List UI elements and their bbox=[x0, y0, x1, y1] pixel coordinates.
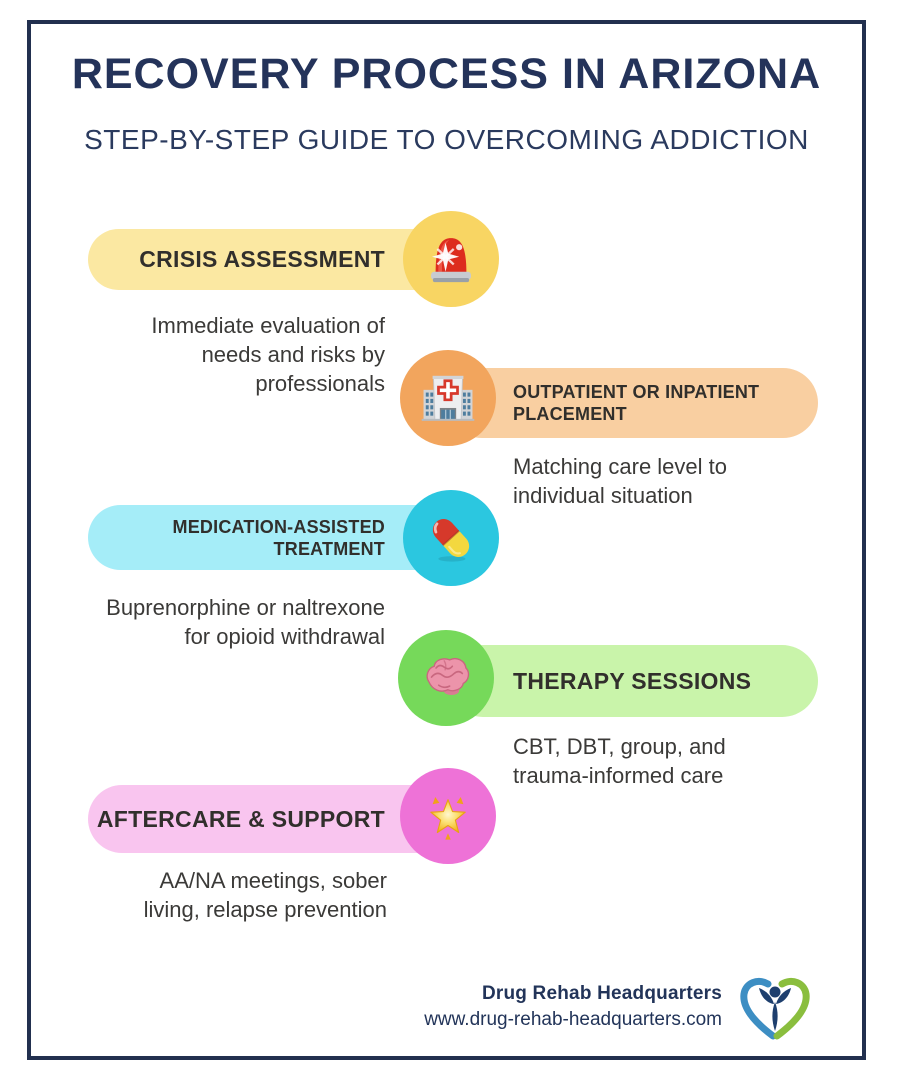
step-description: Buprenorphine or naltrexone for opioid w… bbox=[106, 595, 385, 649]
page-title: RECOVERY PROCESS IN ARIZONA bbox=[71, 50, 822, 98]
step-description: Matching care level to individual situat… bbox=[513, 454, 727, 508]
step-title: THERAPY SESSIONS bbox=[513, 667, 752, 694]
step-title: CRISIS ASSESSMENT bbox=[139, 246, 385, 272]
heart-person-logo-icon bbox=[740, 977, 810, 1040]
step-title: OUTPATIENT OR INPATIENT PLACEMENT bbox=[513, 382, 760, 424]
step-title: AFTERCARE & SUPPORT bbox=[96, 805, 385, 832]
step-pill-therapy: THERAPY SESSIONS bbox=[447, 645, 818, 717]
page-subtitle: STEP-BY-STEP GUIDE TO OVERCOMING ADDICTI… bbox=[84, 124, 809, 155]
step-pill-placement: OUTPATIENT OR INPATIENT PLACEMENT bbox=[447, 368, 818, 438]
step-title: MEDICATION-ASSISTED TREATMENT bbox=[172, 516, 385, 559]
step-description: CBT, DBT, group, and trauma-informed car… bbox=[513, 734, 726, 788]
footer: Drug Rehab Headquarters www.drug-rehab-h… bbox=[424, 981, 722, 1033]
step-pill-crisis-assessment: CRISIS ASSESSMENT bbox=[88, 229, 450, 290]
step-icon-circle bbox=[398, 630, 494, 726]
siren-icon bbox=[431, 238, 471, 283]
hospital-icon bbox=[421, 375, 475, 421]
step-description: AA/NA meetings, sober living, relapse pr… bbox=[143, 868, 387, 922]
pill-icon bbox=[432, 519, 470, 562]
step-icon-circle bbox=[403, 211, 499, 307]
infographic-card: RECOVERY PROCESS IN ARIZONA STEP-BY-STEP… bbox=[27, 20, 866, 1060]
step-icon-circle bbox=[400, 768, 496, 864]
step-icon-circle bbox=[400, 350, 496, 446]
footer-website: www.drug-rehab-headquarters.com bbox=[424, 1009, 722, 1030]
brain-icon bbox=[426, 657, 470, 696]
step-pill-aftercare: AFTERCARE & SUPPORT bbox=[88, 785, 450, 853]
star-icon bbox=[430, 796, 466, 840]
step-description: Immediate evaluation of needs and risks … bbox=[151, 313, 385, 396]
step-pill-medication: MEDICATION-ASSISTED TREATMENT bbox=[88, 505, 450, 570]
footer-brand: Drug Rehab Headquarters bbox=[481, 983, 722, 1004]
step-icon-circle bbox=[403, 490, 499, 586]
